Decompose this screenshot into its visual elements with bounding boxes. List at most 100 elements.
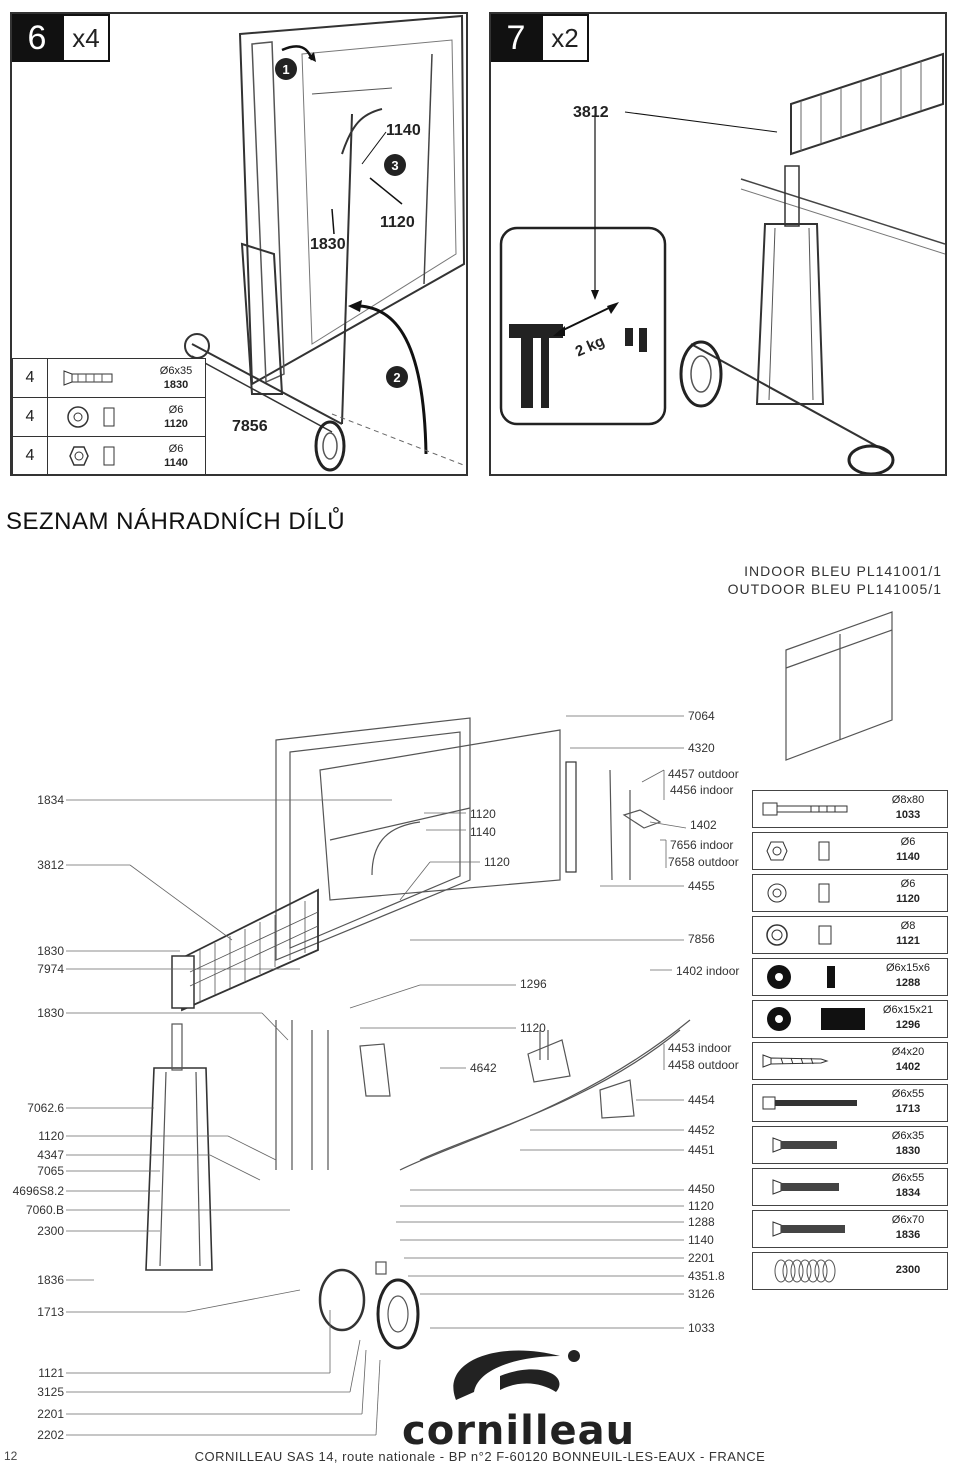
nut-icon: [48, 437, 148, 474]
parts-ref: 1140: [164, 457, 188, 469]
callout-2: 2: [386, 366, 408, 388]
parts-qty: 4: [13, 437, 48, 474]
left-ref: 3812: [37, 858, 64, 872]
callout-3: 3: [384, 154, 406, 176]
brand-logo: cornilleau: [402, 1408, 636, 1454]
hardware-size: Ø6: [900, 878, 916, 890]
part-ref: 7658 outdoor: [668, 855, 739, 869]
part-ref: 4451: [688, 1143, 715, 1157]
hardware-size: Ø8x80: [891, 794, 925, 806]
label-1120: 1120: [380, 214, 415, 231]
left-ref: 7062.6: [27, 1101, 64, 1115]
screw-icon: [772, 1137, 837, 1153]
step-number: 6: [12, 14, 62, 62]
part-ref: 4457 outdoor: [668, 767, 739, 781]
left-ref: 1120: [38, 1129, 64, 1143]
hardware-ref: 1830: [895, 1144, 921, 1157]
step7-panel: 7 x2 3812 2 kg: [489, 12, 947, 476]
hardware-item: Ø4x20 1402: [752, 1042, 948, 1080]
step6-header: 6 x4: [12, 14, 110, 62]
part-ref: 1120: [470, 807, 496, 821]
part-ref: 4455: [688, 879, 715, 893]
hardware-ref: 1402: [895, 1060, 921, 1073]
hardware-ref: 1121: [896, 934, 920, 947]
part-ref: 4456 indoor: [670, 783, 734, 797]
left-ref: 1830: [37, 944, 64, 958]
step-number: 7: [491, 14, 541, 62]
hardware-size: Ø4x20: [891, 1046, 925, 1058]
label-1830: 1830: [310, 236, 346, 253]
hardware-size: Ø6x55: [891, 1172, 925, 1184]
washer-icon: [48, 398, 148, 436]
hardware-ref: 1836: [895, 1228, 921, 1241]
part-ref: 4450: [688, 1182, 715, 1196]
hardware-item: Ø6x35 1830: [752, 1126, 948, 1164]
hardware-size: Ø6: [900, 836, 916, 848]
part-ref: 4642: [470, 1061, 497, 1075]
part-ref: 1402: [690, 818, 717, 832]
hardware-size: Ø6x70: [891, 1214, 925, 1226]
parts-size: Ø6: [168, 442, 184, 455]
screw-icon: [48, 359, 148, 397]
part-ref: 1140: [688, 1233, 714, 1247]
left-ref: 3125: [37, 1385, 64, 1399]
part-ref: 1120: [688, 1199, 714, 1213]
hardware-ref: 2300: [895, 1264, 921, 1276]
hardware-size: Ø6x15x21: [882, 1004, 934, 1016]
hardware-ref: 1834: [895, 1186, 921, 1199]
hardware-ref: 1296: [895, 1018, 921, 1031]
hardware-size: Ø6x35: [891, 1130, 925, 1142]
footer-address: CORNILLEAU SAS 14, route nationale - BP …: [194, 1449, 766, 1464]
parts-qty: 4: [13, 398, 48, 436]
spacer-icon: [767, 965, 835, 989]
screw-icon: [772, 1221, 845, 1237]
wood-screw-icon: [762, 1054, 829, 1068]
left-ref: 1830: [37, 1006, 64, 1020]
part-ref: 7656 indoor: [670, 838, 734, 852]
left-ref: 1836: [37, 1273, 64, 1287]
left-ref: 4347: [37, 1148, 64, 1162]
left-ref: 1121: [38, 1366, 64, 1380]
parts-size: Ø6x35: [159, 364, 193, 377]
label-1140: 1140: [386, 122, 421, 139]
bolt-icon: [762, 1096, 857, 1110]
left-ref: 2202: [37, 1428, 64, 1442]
step7-header: 7 x2: [491, 14, 589, 62]
hardware-item: Ø6x55 1834: [752, 1168, 948, 1206]
left-ref: 2300: [37, 1224, 64, 1238]
left-ref: 7060.B: [25, 1203, 64, 1217]
hardware-item: 2300: [752, 1252, 948, 1290]
spring-clip-icon: [774, 1259, 836, 1283]
label-7856: 7856: [232, 418, 268, 435]
part-ref: 7064: [688, 709, 715, 723]
part-ref: 4320: [688, 741, 715, 755]
left-ref: 7974: [37, 962, 64, 976]
part-ref: 1033: [688, 1321, 715, 1335]
parts-ref: 1830: [163, 379, 189, 391]
screw-icon: [772, 1179, 839, 1195]
left-ref: 7065: [37, 1164, 64, 1178]
part-ref: 1296: [520, 977, 547, 991]
model-indoor: INDOOR BLEU PL141001/1: [744, 563, 942, 579]
callout-1: 1: [275, 58, 297, 80]
left-ref: 4696S8.2: [12, 1184, 64, 1198]
part-ref: 2201: [688, 1251, 715, 1265]
part-ref: 1140: [470, 825, 496, 839]
part-ref: 4454: [688, 1093, 715, 1107]
hardware-size: Ø6x15x6: [885, 962, 931, 974]
hardware-item: Ø6x15x21 1296: [752, 1000, 948, 1038]
left-ref: 1834: [37, 793, 64, 807]
parts-size: Ø6: [168, 403, 184, 416]
page-title: SEZNAM NÁHRADNÍCH DÍLŮ: [6, 508, 346, 535]
hardware-ref: 1713: [895, 1102, 921, 1115]
part-ref: 4458 outdoor: [668, 1058, 739, 1072]
part-ref: 1120: [520, 1021, 546, 1035]
